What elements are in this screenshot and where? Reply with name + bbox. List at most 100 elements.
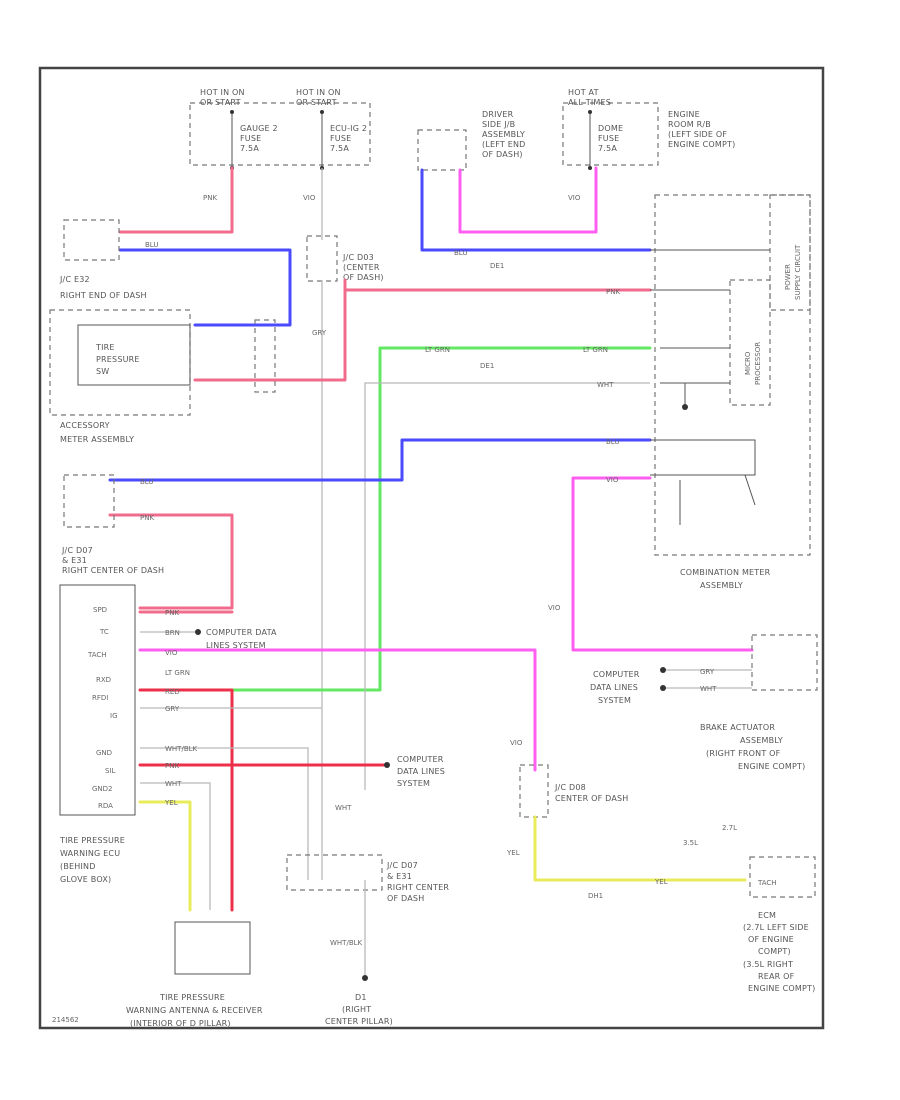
wire-whtblk-gnd — [140, 747, 309, 880]
wire-label-vio-1: VIO — [303, 194, 316, 202]
combination-meter-line2: ASSEMBLY — [700, 581, 743, 590]
combination-meter-line1: COMBINATION METER — [680, 568, 771, 577]
wire-wht-gnd2 — [140, 782, 211, 910]
wire-label-ltgrn-1: LT GRN — [425, 346, 450, 354]
arrow-computer-lines-2 — [384, 762, 390, 768]
wire-label-wht-4: WHT — [700, 685, 717, 693]
wire-label-wht-3: WHT — [335, 804, 352, 812]
micro-processor-line1: MICRO — [744, 351, 752, 375]
fuse3-line2: ALL TIMES — [568, 98, 611, 107]
wire-yel-tach-ecm — [533, 815, 747, 882]
svg-text:ECM: ECM — [758, 911, 776, 920]
brake-actuator-label: BRAKE ACTUATOR ASSEMBLY (RIGHT FRONT OF … — [700, 723, 805, 771]
svg-text:WARNING ANTENNA & RECEIVER: WARNING ANTENNA & RECEIVER — [126, 1006, 263, 1015]
jc-d07b-box — [286, 854, 383, 891]
computer-lines-label-2: COMPUTER DATA LINES SYSTEM — [397, 755, 445, 788]
diagram-frame — [38, 66, 825, 1030]
wire-blu-tc — [108, 438, 652, 482]
svg-text:COMPT): COMPT) — [758, 947, 791, 956]
jc-d07-box — [63, 474, 115, 528]
wire-label-gry-1: GRY — [312, 329, 327, 337]
svg-text:TC: TC — [99, 628, 109, 636]
brake-actuator-box — [751, 634, 818, 691]
wire-label-blu-2: BLU — [454, 249, 467, 257]
fuse2-amp: 7.5A — [330, 144, 349, 153]
wire-vio-tach — [138, 648, 537, 772]
wire-label-brn: BRN — [165, 629, 180, 637]
wire-label-blu-3: BLU — [140, 478, 153, 486]
wire-label-vio-3: VIO — [606, 476, 619, 484]
wire-label-red-1: RED — [165, 688, 180, 696]
fuse-box-left — [189, 102, 371, 166]
wire-label-whtblk-1: WHT/BLK — [165, 745, 198, 753]
svg-text:J/C D07: J/C D07 — [386, 861, 418, 870]
fuse1-line2: OR START — [200, 98, 241, 107]
tire-pressure-sw-label: TIRE PRESSURE SW — [95, 343, 139, 376]
ground-d1-label: D1 (RIGHT CENTER PILLAR) — [325, 993, 393, 1026]
meter-transistor-line2 — [650, 474, 756, 506]
svg-text:SIL: SIL — [105, 767, 116, 775]
svg-text:(RIGHT FRONT OF: (RIGHT FRONT OF — [706, 749, 781, 758]
svg-text:DATA LINES: DATA LINES — [397, 767, 445, 776]
ecm-box — [749, 856, 816, 898]
power-supply-line1: POWER — [784, 264, 792, 290]
wire-pnk-gauge — [118, 166, 234, 234]
svg-text:(2.7L LEFT SIDE: (2.7L LEFT SIDE — [743, 923, 809, 932]
svg-text:ENGINE: ENGINE — [668, 110, 700, 119]
svg-text:ASSEMBLY: ASSEMBLY — [740, 736, 783, 745]
svg-text:ROOM R/B: ROOM R/B — [668, 120, 711, 129]
fuse1-line1: HOT IN ON — [200, 88, 245, 97]
wire-red-rxd — [138, 688, 234, 912]
wire-label-gry-2: GRY — [165, 705, 180, 713]
jc-d03-box — [306, 235, 338, 282]
accessory-meter-line1: ACCESSORY — [60, 421, 110, 430]
fuse2-line1: HOT IN ON — [296, 88, 341, 97]
wire-label-yel-3: YEL — [654, 878, 668, 886]
jc-d03-line3: OF DASH) — [343, 273, 384, 282]
wire-blu-dome — [420, 168, 652, 252]
svg-text:TIRE PRESSURE: TIRE PRESSURE — [59, 836, 125, 845]
svg-text:SW: SW — [96, 367, 109, 376]
wire-wht-gnd — [364, 382, 650, 790]
svg-text:DRIVER: DRIVER — [482, 110, 514, 119]
computer-lines-label-3: COMPUTER DATA LINES SYSTEM — [590, 670, 640, 705]
fuse1-symbol — [230, 110, 234, 170]
svg-text:COMPUTER DATA: COMPUTER DATA — [206, 628, 277, 637]
svg-text:COMPUTER: COMPUTER — [593, 670, 640, 679]
jc-d08-box — [519, 764, 549, 818]
svg-text:OF DASH): OF DASH) — [482, 150, 523, 159]
wire-label-pnk-1: PNK — [203, 194, 217, 202]
accessory-meter-line2: METER ASSEMBLY — [60, 435, 134, 444]
wire-label-pnk-2: PNK — [606, 288, 620, 296]
svg-text:TIRE PRESSURE: TIRE PRESSURE — [159, 993, 225, 1002]
fuse1-name: GAUGE 2 — [240, 124, 278, 133]
power-supply-box — [769, 194, 811, 311]
svg-text:TACH: TACH — [87, 651, 107, 659]
svg-text:GND: GND — [96, 749, 112, 757]
svg-text:GLOVE BOX): GLOVE BOX) — [60, 875, 111, 884]
fuse1-type: FUSE — [240, 134, 261, 143]
wire-pnk-tc — [193, 278, 347, 382]
fuse2-symbol — [320, 110, 324, 170]
wire-label-ltgrn-2: LT GRN — [583, 346, 608, 354]
tire-pressure-sw-box — [77, 324, 191, 386]
wire-label-wht-2: WHT — [165, 780, 182, 788]
svg-text:RIGHT CENTER OF DASH: RIGHT CENTER OF DASH — [62, 566, 164, 575]
micro-processor-line2: PROCESSOR — [754, 342, 762, 385]
jc-d08-line2: CENTER OF DASH — [555, 794, 629, 803]
ecm-tach: TACH — [757, 879, 777, 887]
wire-label-vio-5: VIO — [165, 649, 178, 657]
wire-label-de1-1: DE1 — [490, 262, 504, 270]
svg-text:DATA LINES: DATA LINES — [590, 683, 638, 692]
wire-label-yel-1: YEL — [164, 799, 178, 807]
fuse3-amp: 7.5A — [598, 144, 617, 153]
antenna-box — [174, 921, 251, 975]
wire-label-ltgrn-3: LT GRN — [165, 669, 190, 677]
svg-text:REAR OF: REAR OF — [758, 972, 795, 981]
power-supply-line2: SUPPLY CIRCUIT — [794, 244, 802, 300]
svg-text:COMPUTER: COMPUTER — [397, 755, 444, 764]
combination-meter-box — [654, 194, 811, 556]
meter-transistor-line1 — [650, 439, 756, 476]
tpms-ecu-pins: SPD TC TACH RXD RFDI IG GND SIL GND2 RDA — [87, 606, 118, 810]
